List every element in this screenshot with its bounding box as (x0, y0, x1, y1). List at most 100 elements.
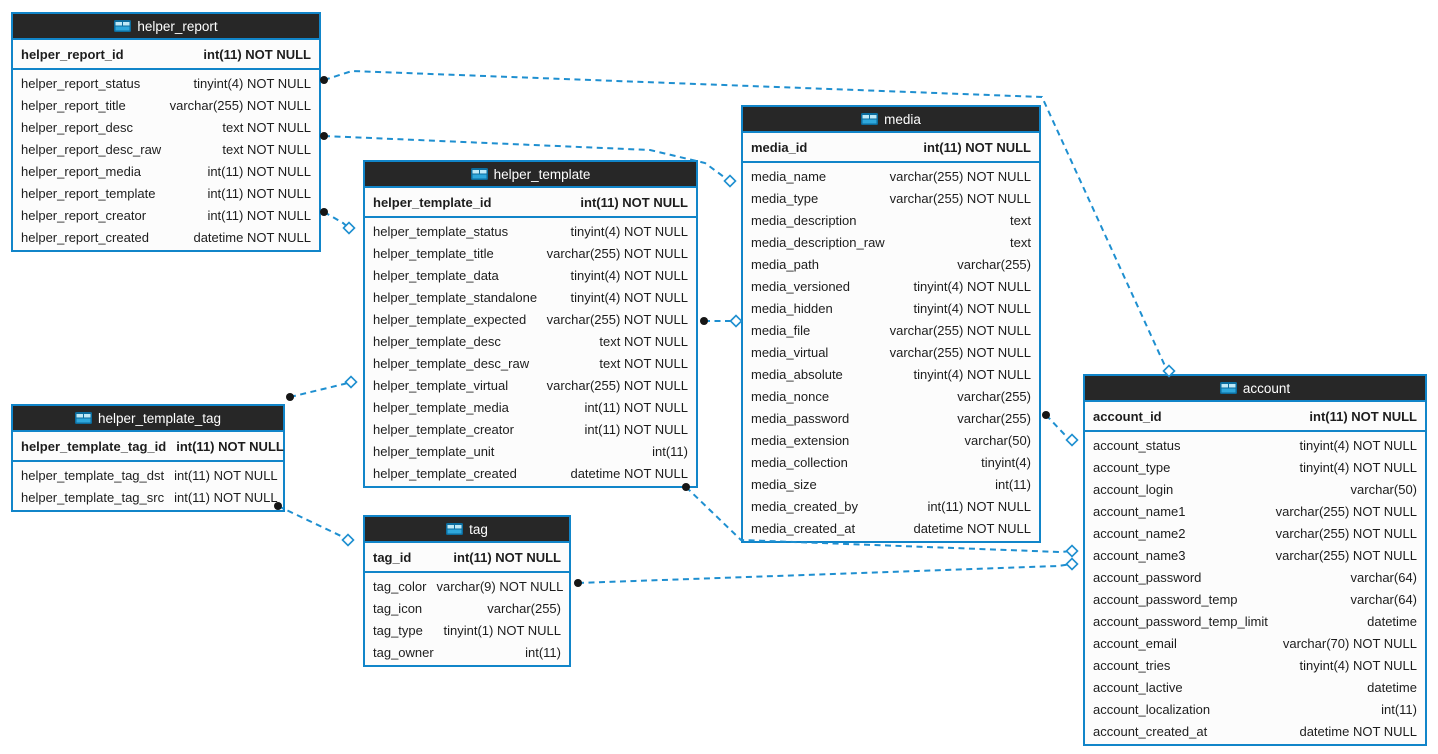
column-name: media_virtual (751, 344, 829, 360)
table-icon (1219, 382, 1237, 394)
column-type: tinyint(4) NOT NULL (570, 223, 688, 239)
column-name: helper_template_created (373, 465, 517, 481)
column-type: int(11) NOT NULL (584, 421, 688, 437)
relationship-line[interactable] (577, 563, 1073, 584)
table-header[interactable]: helper_template (365, 162, 696, 188)
rel-helper_template_tag-helper_template[interactable] (286, 375, 358, 402)
column-name: helper_template_status (373, 223, 509, 239)
relationship-line[interactable] (1045, 414, 1073, 441)
table-header[interactable]: media (743, 107, 1039, 133)
rel-tag-account[interactable] (574, 557, 1079, 588)
table-header[interactable]: tag (365, 517, 569, 543)
table-icon (74, 412, 92, 424)
relationship-line[interactable] (323, 135, 731, 182)
column-type: datetime NOT NULL (913, 520, 1031, 536)
column-row[interactable]: helper_template_status tinyint(4) NOT NUL… (365, 220, 696, 242)
column-name: account_password (1093, 569, 1202, 585)
relationship-line[interactable] (277, 505, 349, 541)
relationship-line[interactable] (323, 211, 350, 229)
rel-helper_template_tag-tag[interactable] (274, 502, 355, 547)
table-header[interactable]: account (1085, 376, 1425, 402)
rel-helper_template-media[interactable] (700, 314, 743, 328)
column-name: account_lactive (1093, 679, 1183, 695)
rel-helper_report-helper_template[interactable] (320, 208, 356, 235)
table-header[interactable]: helper_template_tag (13, 406, 283, 432)
rel-media-account[interactable] (1042, 411, 1079, 447)
table-header[interactable]: helper_report (13, 14, 319, 40)
relationship-line[interactable] (323, 69, 1170, 372)
relationship-line[interactable] (289, 381, 352, 398)
column-name: media_nonce (751, 388, 830, 404)
